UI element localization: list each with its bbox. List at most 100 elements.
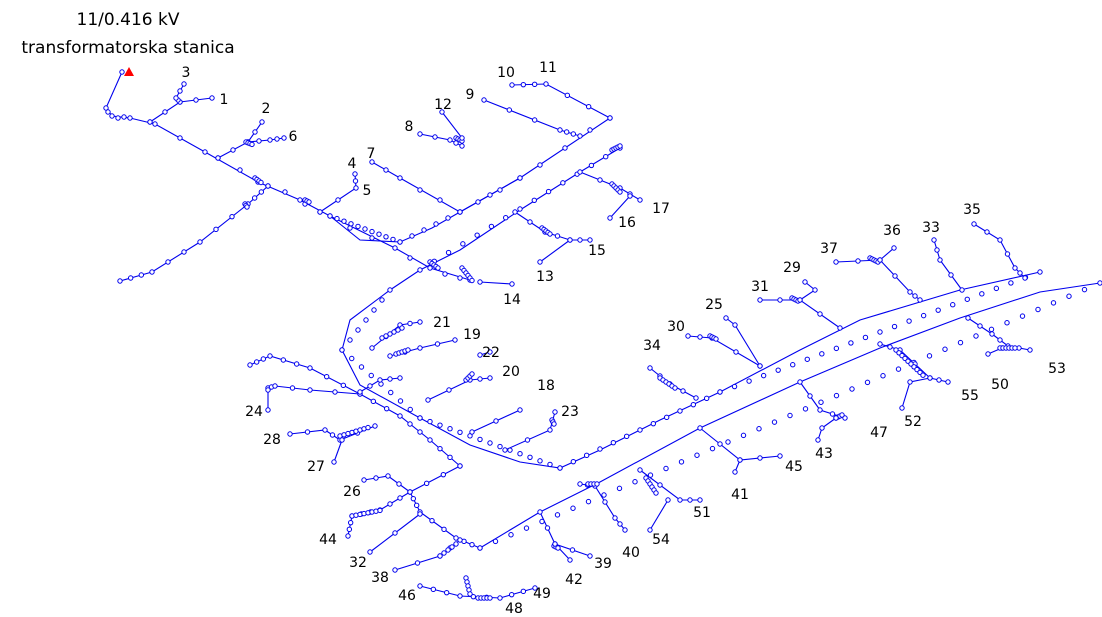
network-node bbox=[378, 378, 382, 382]
network-node bbox=[758, 298, 762, 302]
branch-line bbox=[688, 336, 760, 366]
network-node bbox=[928, 376, 932, 380]
node-label-34: 34 bbox=[643, 338, 661, 354]
network-node bbox=[1020, 314, 1024, 318]
node-label-12: 12 bbox=[434, 97, 452, 113]
network-node bbox=[538, 510, 542, 514]
network-node bbox=[805, 357, 809, 361]
network-node bbox=[892, 324, 896, 328]
network-node bbox=[488, 376, 492, 380]
network-node bbox=[518, 176, 522, 180]
network-node bbox=[758, 456, 762, 460]
network-node bbox=[446, 548, 450, 552]
network-node bbox=[623, 528, 627, 532]
network-node bbox=[698, 498, 702, 502]
network-node bbox=[878, 330, 882, 334]
node-label-45: 45 bbox=[785, 459, 803, 475]
network-node bbox=[498, 188, 502, 192]
network-node bbox=[965, 297, 969, 301]
network-node bbox=[476, 200, 480, 204]
network-node bbox=[353, 179, 357, 183]
network-node bbox=[398, 240, 402, 244]
network-node bbox=[426, 398, 430, 402]
network-node bbox=[259, 190, 263, 194]
network-node bbox=[231, 148, 235, 152]
network-node bbox=[174, 96, 178, 100]
network-node bbox=[651, 421, 655, 425]
network-node bbox=[438, 446, 442, 450]
network-node bbox=[373, 424, 377, 428]
network-node bbox=[478, 280, 482, 284]
network-node bbox=[778, 298, 782, 302]
network-node bbox=[458, 594, 462, 598]
network-node bbox=[538, 163, 542, 167]
network-node bbox=[830, 412, 834, 416]
network-node bbox=[617, 486, 621, 490]
network-node bbox=[1098, 281, 1102, 285]
network-node bbox=[513, 210, 517, 214]
network-node bbox=[448, 138, 452, 142]
network-node bbox=[106, 110, 110, 114]
network-node bbox=[323, 428, 327, 432]
network-node bbox=[504, 216, 508, 220]
network-node bbox=[949, 273, 953, 277]
network-node bbox=[128, 276, 132, 280]
network-node bbox=[532, 118, 536, 122]
node-label-47: 47 bbox=[870, 425, 888, 441]
network-node bbox=[460, 136, 464, 140]
network-node bbox=[998, 338, 1002, 342]
network-node bbox=[1067, 294, 1071, 298]
title-line-2: transformatorska stanica bbox=[21, 38, 234, 58]
network-node bbox=[260, 120, 264, 124]
network-node bbox=[216, 156, 220, 160]
network-node bbox=[980, 292, 984, 296]
network-node bbox=[908, 380, 912, 384]
network-node bbox=[532, 198, 536, 202]
network-node bbox=[544, 82, 548, 86]
network-node bbox=[253, 130, 257, 134]
network-node bbox=[503, 448, 507, 452]
network-node bbox=[989, 327, 993, 331]
network-node bbox=[371, 399, 375, 403]
network-node bbox=[328, 214, 332, 218]
node-label-18: 18 bbox=[537, 378, 555, 394]
network-node bbox=[974, 334, 978, 338]
network-node bbox=[555, 234, 559, 238]
network-node bbox=[578, 134, 582, 138]
network-node bbox=[431, 587, 435, 591]
network-node bbox=[257, 139, 261, 143]
network-node bbox=[561, 181, 565, 185]
network-node bbox=[1009, 281, 1013, 285]
network-node bbox=[438, 554, 442, 558]
network-node bbox=[776, 368, 780, 372]
network-node bbox=[648, 366, 652, 370]
node-label-3: 3 bbox=[182, 65, 191, 81]
network-node bbox=[820, 426, 824, 430]
network-node bbox=[273, 384, 277, 388]
network-node bbox=[808, 394, 812, 398]
network-node bbox=[418, 346, 422, 350]
network-node bbox=[493, 539, 497, 543]
network-node bbox=[498, 444, 502, 448]
network-node bbox=[521, 589, 525, 593]
network-node bbox=[1051, 301, 1055, 305]
branch-line bbox=[800, 382, 845, 418]
network-node bbox=[398, 399, 402, 403]
network-node bbox=[985, 230, 989, 234]
network-node bbox=[458, 464, 462, 468]
network-node bbox=[450, 545, 454, 549]
network-node bbox=[888, 345, 892, 349]
network-node bbox=[1023, 276, 1027, 280]
network-node bbox=[695, 453, 699, 457]
network-node bbox=[281, 358, 285, 362]
network-node bbox=[348, 226, 352, 230]
network-node bbox=[275, 137, 279, 141]
network-node bbox=[528, 455, 532, 459]
network-node bbox=[370, 229, 374, 233]
network-node bbox=[518, 408, 522, 412]
network-node bbox=[166, 260, 170, 264]
network-node bbox=[595, 482, 599, 486]
network-node bbox=[498, 596, 502, 600]
network-node bbox=[658, 483, 662, 487]
